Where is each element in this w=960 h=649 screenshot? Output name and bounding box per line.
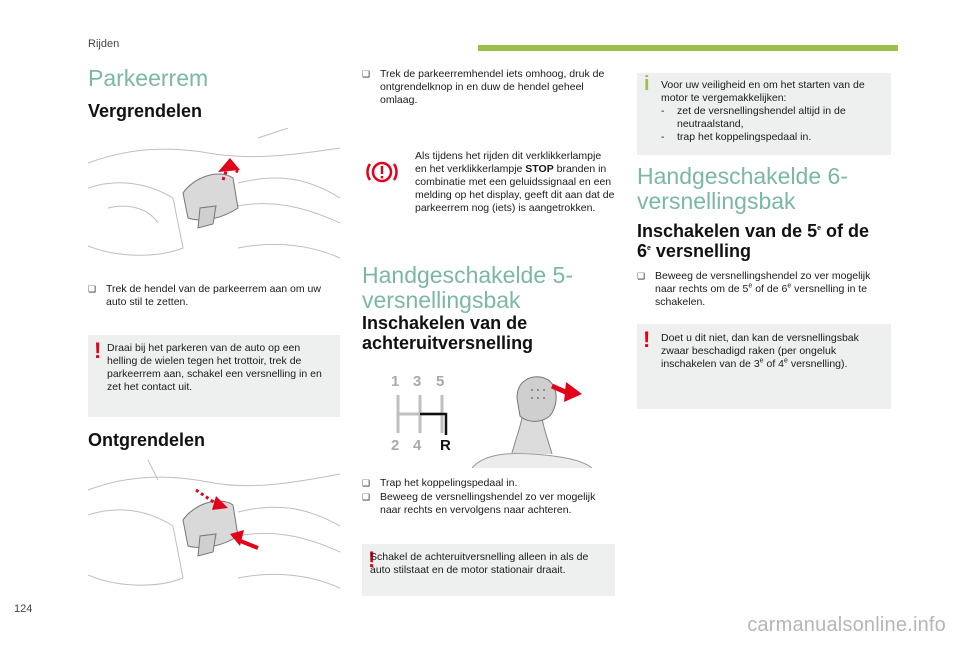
- warning-park-box: ! Draai bij het parkeren van de auto op …: [88, 335, 340, 417]
- gear-lever-illustration: [472, 376, 592, 468]
- info-icon: i: [644, 73, 650, 95]
- section-label: Rijden: [88, 38, 120, 50]
- step-clutch: ❏ Trap het koppelingspedaal in.: [362, 477, 612, 490]
- gear-4: 4: [413, 437, 422, 454]
- gear-3: 3: [413, 373, 422, 390]
- warning-park-text: Draai bij het parkeren van de auto op ee…: [107, 342, 322, 393]
- warning-gearbox-text: Doet u dit niet, dan kan de versnellings…: [661, 332, 859, 370]
- reverse-heading: Inschakelen van de achteruitversnelling: [362, 313, 534, 353]
- page-number: 124: [14, 603, 33, 615]
- step-clutch-text: Trap het koppelingspedaal in.: [380, 477, 518, 489]
- check-box-icon: ❏: [88, 284, 97, 294]
- gear-5: 5: [436, 373, 445, 390]
- gear-pattern-diagram: 1 3 5 2 4 R: [388, 373, 458, 458]
- alert-text: Als tijdens het rijden dit verklikkerlam…: [415, 150, 615, 214]
- handbrake-unlock-illustration: [88, 460, 340, 589]
- gear-1: 1: [391, 373, 400, 390]
- check-box-icon: ❏: [362, 492, 371, 502]
- check-box-icon: ❏: [637, 271, 646, 281]
- unlock-heading: Ontgrendelen: [88, 430, 206, 450]
- lock-step: ❏ Trek de hendel van de parkeerrem aan o…: [88, 283, 338, 309]
- warning-reverse-box: ! Schakel de achteruitversnelling alleen…: [362, 544, 615, 596]
- exclamation-icon: !: [94, 338, 102, 363]
- gear-2: 2: [391, 437, 400, 454]
- unlock-step: ❏ Trek de parkeerremhendel iets omhoog, …: [362, 68, 612, 107]
- handbrake-lock-illustration: [88, 128, 340, 259]
- step-move-text: Beweeg de versnellingshendel zo ver moge…: [380, 491, 596, 516]
- exclamation-icon: !: [643, 327, 651, 352]
- lock-heading: Vergrendelen: [88, 101, 203, 121]
- info-intro: Voor uw veiligheid en om het starten van…: [661, 79, 865, 104]
- gearbox5-title: Handgeschakelde 5-versnellingsbak: [362, 262, 573, 313]
- info-item: -trap het koppelingspedaal in.: [661, 131, 812, 143]
- lock-step-text: Trek de hendel van de parkeerrem aan om …: [106, 283, 321, 308]
- step-gear56: ❏ Beweeg de versnellingshendel zo ver mo…: [637, 270, 889, 309]
- warning-gearbox-box: ! Doet u dit niet, dan kan de versnellin…: [637, 324, 891, 409]
- check-box-icon: ❏: [362, 478, 371, 488]
- watermark: carmanualsonline.info: [747, 614, 946, 636]
- page-title: Parkeerrem: [88, 65, 209, 91]
- info-item: -zet de versnellingshendel altijd in de …: [661, 105, 846, 130]
- section-bar: [478, 45, 898, 51]
- exclamation-icon: !: [368, 547, 376, 572]
- info-box: i Voor uw veiligheid en om het starten v…: [637, 73, 891, 155]
- check-box-icon: ❏: [362, 69, 371, 79]
- gearbox6-title: Handgeschakelde 6-versnellingsbak: [637, 163, 848, 214]
- gear-r: R: [440, 437, 451, 454]
- step-gear56-text: Beweeg de versnellingshendel zo ver moge…: [655, 270, 871, 308]
- gear56-heading: Inschakelen van de 5e of de 6e versnelli…: [637, 221, 869, 261]
- step-move: ❏ Beweeg de versnellingshendel zo ver mo…: [362, 491, 612, 517]
- warning-reverse-text: Schakel de achteruitversnelling alleen i…: [370, 551, 589, 576]
- unlock-step-text: Trek de parkeerremhendel iets omhoog, dr…: [380, 68, 605, 106]
- parking-brake-warning-icon: [366, 161, 398, 183]
